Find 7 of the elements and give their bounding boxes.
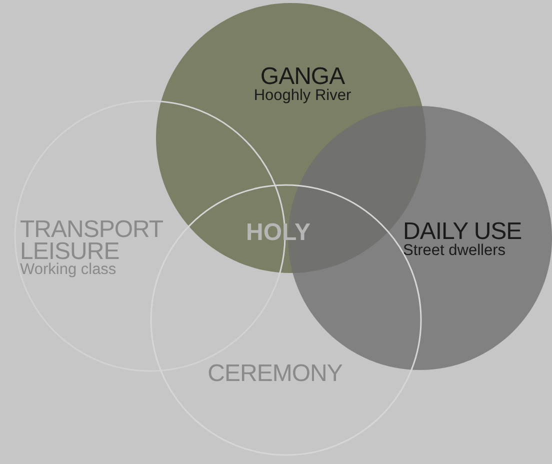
set-title: GANGA (260, 66, 345, 88)
set-subtitle: Working class (20, 262, 116, 278)
set-title: TRANSPORT LEISURE (20, 219, 164, 262)
set-title: DAILY USE (403, 221, 522, 243)
set-title: CEREMONY (208, 363, 342, 385)
set-subtitle: Street dwellers (403, 242, 506, 258)
set-subtitle: Hooghly River (254, 88, 352, 104)
